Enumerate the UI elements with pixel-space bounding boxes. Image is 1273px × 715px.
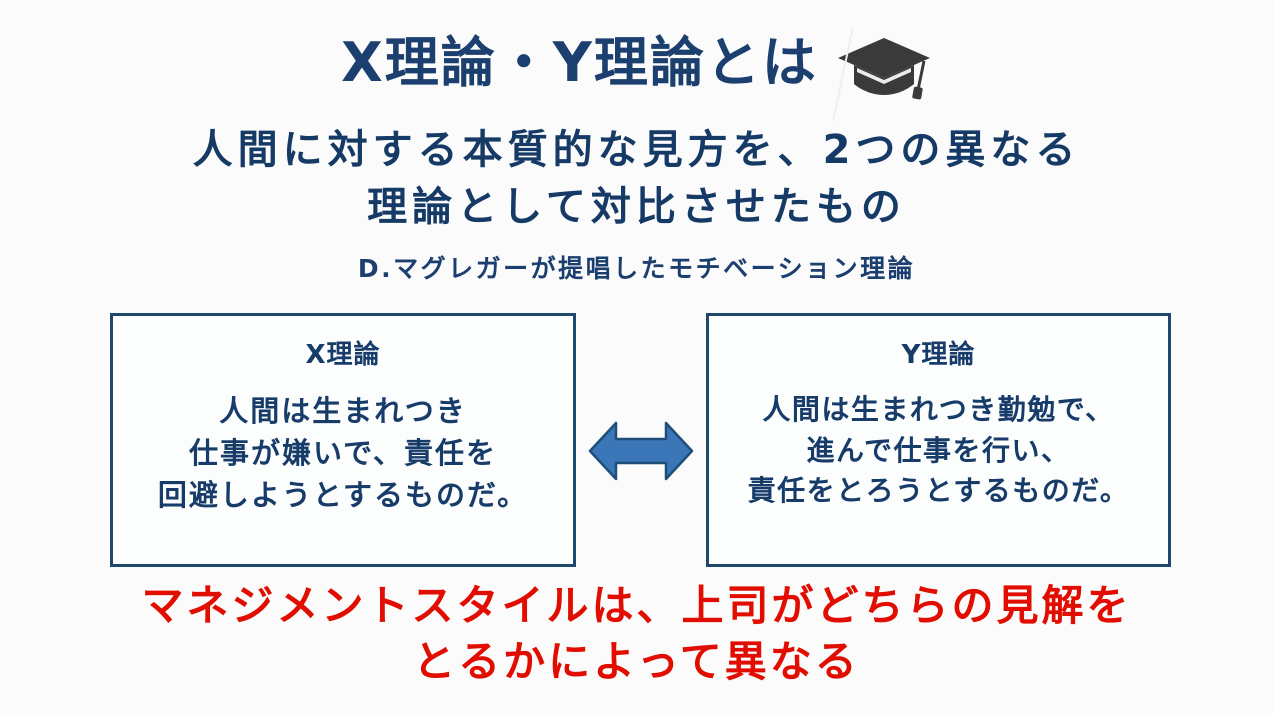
title-row: X理論・Y理論とは [0,22,1273,122]
double-headed-arrow-icon [586,415,696,487]
comparison-area: X理論 人間は生まれつき 仕事が嫌いで、責任を 回避しようとするものだ。 Y理論… [0,313,1273,571]
subtitle: 人間に対する本質的な見方を、2つの異なる 理論として対比させたもの [0,122,1273,236]
theory-x-heading: X理論 [305,340,381,370]
theory-x-line-2: 仕事が嫌いで、責任を [189,436,497,471]
attribution-text: D.マグレガーが提唱したモチベーション理論 [357,254,916,283]
footer-line-1: マネジメントスタイルは、上司がどちらの見解を [141,581,1132,630]
graduation-cap-icon [831,26,932,122]
theory-y-line-2: 進んで仕事を行い、 [806,433,1071,467]
page-title: X理論・Y理論とは [341,30,818,94]
subtitle-line-2: 理論として対比させたもの [367,183,906,230]
theory-y-box: Y理論 人間は生まれつき勤勉で、 進んで仕事を行い、 責任をとろうとするものだ。 [706,313,1171,567]
theory-y-heading: Y理論 [901,340,976,370]
theory-x-line-1: 人間は生まれつき [219,394,467,428]
subtitle-line-1: 人間に対する本質的な見方を、2つの異なる [192,127,1081,173]
theory-y-body: 人間は生まれつき勤勉で、 進んで仕事を行い、 責任をとろうとするものだ。 [748,390,1130,512]
theory-x-box: X理論 人間は生まれつき 仕事が嫌いで、責任を 回避しようとするものだ。 [110,313,576,567]
theory-y-line-1: 人間は生まれつき勤勉で、 [762,393,1115,426]
footer-callout: マネジメントスタイルは、上司がどちらの見解を とるかによって異なる [0,578,1273,690]
theory-x-line-3: 回避しようとするものだ。 [157,478,529,513]
footer-line-2: とるかによって異なる [413,636,860,686]
theory-x-body: 人間は生まれつき 仕事が嫌いで、責任を 回避しようとするものだ。 [158,390,528,516]
theory-y-line-3: 責任をとろうとするものだ。 [747,474,1130,508]
